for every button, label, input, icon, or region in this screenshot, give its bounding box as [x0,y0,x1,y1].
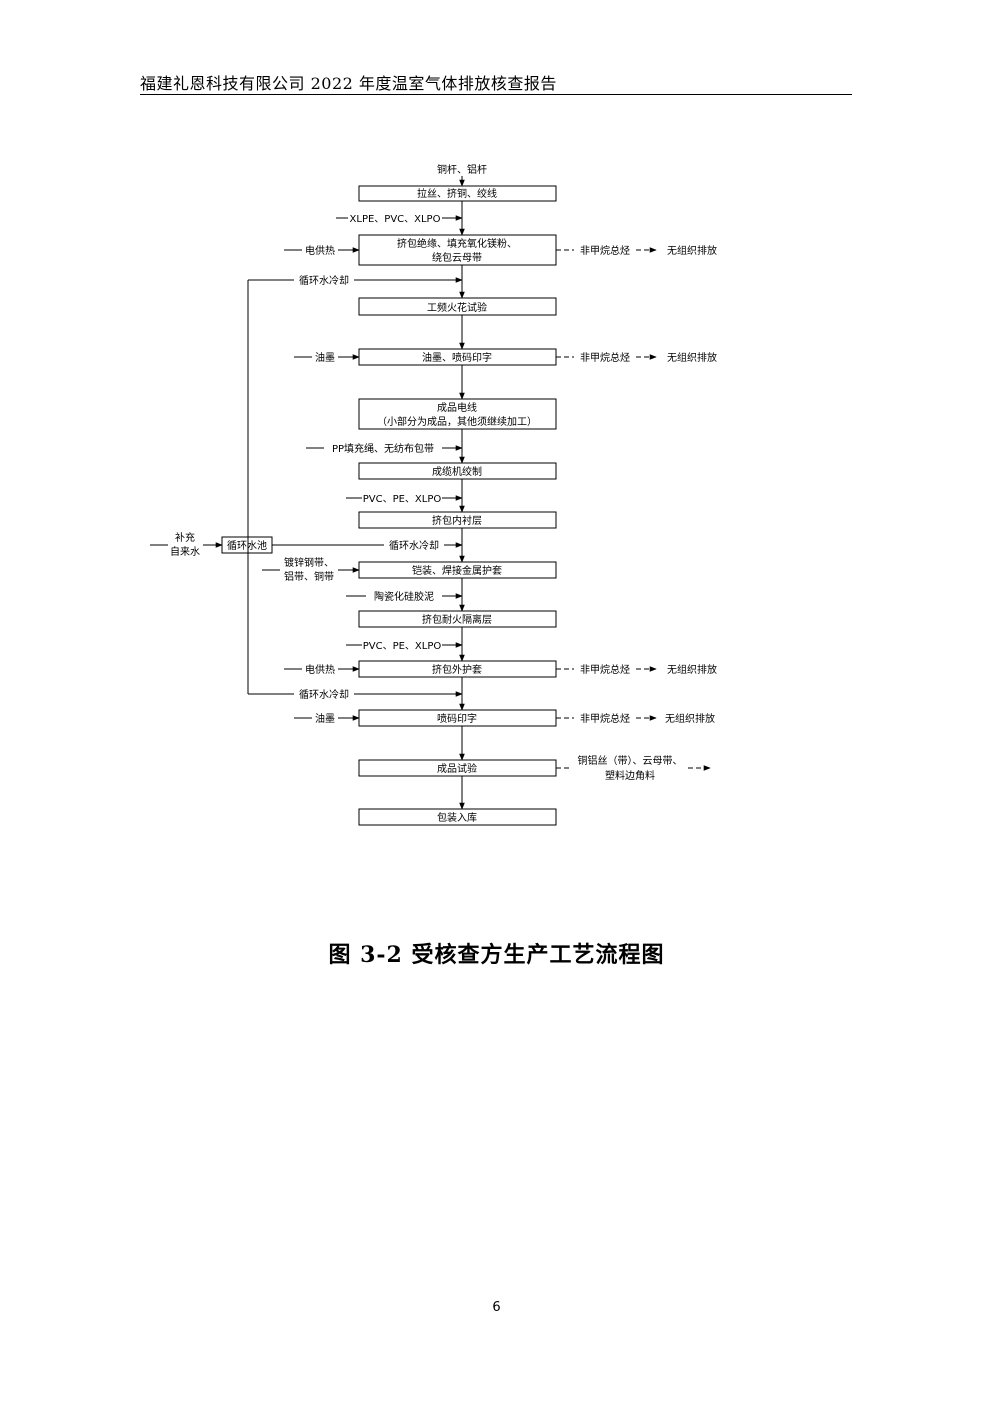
input-label: 铝带、铜带 [284,571,334,583]
emission-label: 无组织排放 [665,712,715,725]
input-label: 循环水冷却 [299,274,349,287]
box-packing [358,808,557,826]
step-label: 油墨、喷码印字 [422,351,492,364]
input-label: 循环水冷却 [299,688,349,701]
scrap-label: 铜铝丝（带）、云母带、 [578,755,683,767]
emission-label: 非甲烷总烃 [580,244,630,257]
step-label: 绕包云母带 [432,251,482,264]
step-label: 挤包耐火隔离层 [422,613,492,626]
step-label: 成缆机绞制 [432,465,482,478]
page-header: 福建礼恩科技有限公司 2022 年度温室气体排放核查报告 [140,74,557,93]
box-fire-barrier [358,610,557,628]
box-drawing [358,185,557,202]
header-rule [140,94,852,95]
input-label: 油墨 [315,351,335,364]
water-supply-label: 自来水 [170,545,200,558]
step-label: 挤包绝缘、填充氧化镁粉、 [397,237,517,250]
input-label: 镀锌钢带、 [284,556,334,569]
step-label: 包装入库 [437,811,477,824]
figure-caption: 图 3-2 受核查方生产工艺流程图 [328,942,665,968]
input-label: PP填充绳、无纺布包带 [332,442,434,455]
page-number: 6 [492,1300,501,1315]
box-inner-sheath [358,511,557,529]
step-label: 挤包外护套 [432,663,482,676]
step-label: 挤包内衬层 [432,514,482,527]
input-label: PVC、PE、XLPO [363,494,442,505]
box-finished-wire [358,398,557,430]
input-label: XLPE、PVC、XLPO [350,214,441,225]
emission-label: 非甲烷总烃 [580,663,630,676]
box-spark-test [358,297,557,316]
step-label: 铠装、焊接金属护套 [412,564,502,577]
emission-label: 无组织排放 [667,663,717,676]
scrap-label: 塑料边角料 [605,769,655,782]
step-label: 工频火花试验 [427,301,487,314]
water-supply-label: 补充 [175,531,195,544]
step-label: 拉丝、挤铜、绞线 [417,187,497,200]
emission-label: 非甲烷总烃 [580,712,630,725]
input-label: 陶瓷化硅胶泥 [374,590,434,603]
input-label: 电供热 [305,244,335,257]
step-label: 成品试验 [437,762,477,775]
step-label: （小部分为成品，其他须继续加工） [377,415,537,428]
box-cabling [358,462,557,480]
emission-label: 非甲烷总烃 [580,351,630,364]
input-label: 油墨 [315,712,335,725]
step-label: 喷码印字 [437,712,477,725]
input-label: PVC、PE、XLPO [363,641,442,652]
emission-label: 无组织排放 [667,244,717,257]
emission-label: 无组织排放 [667,351,717,364]
step-label: 成品电线 [437,401,477,414]
input-label: 电供热 [305,663,335,676]
raw-material-label: 铜杆、铝杆 [437,164,487,176]
water-pool-label: 循环水池 [227,539,267,552]
input-label: 循环水冷却 [389,539,439,552]
